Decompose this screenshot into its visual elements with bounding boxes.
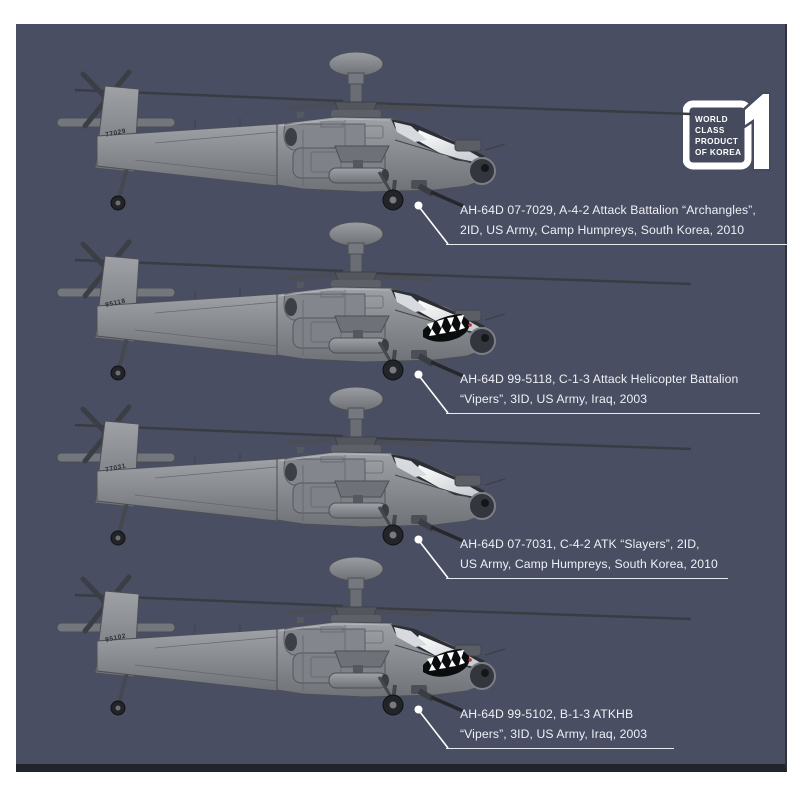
caption-block-3: AH-64D 07-7031, C-4-2 ATK “Slayers”, 2ID…: [446, 534, 728, 579]
caption-line-1: AH-64D 99-5102, B-1-3 ATKHB: [460, 707, 634, 721]
caption-block-2: AH-64D 99-5118, C-1-3 Attack Helicopter …: [446, 369, 760, 414]
tail-number-text: 77031: [105, 463, 127, 474]
caption-line-2: “Vipers”, 3ID, US Army, Iraq, 2003: [460, 392, 648, 406]
caption-line-1: AH-64D 99-5118, C-1-3 Attack Helicopter …: [460, 372, 739, 386]
logo-line: OF KOREA: [695, 148, 741, 157]
logo-line: CLASS: [695, 126, 725, 135]
leader-line-3: [414, 535, 449, 579]
leader-line-4: [414, 705, 449, 749]
caption-line-2: “Vipers”, 3ID, US Army, Iraq, 2003: [460, 727, 648, 741]
marking-guide-panel: WORLD CLASS PRODUCT OF KOREA 77029 95118…: [16, 24, 788, 772]
helicopter-illustration-2: 95118: [35, 210, 695, 400]
numeral-1: [745, 94, 769, 169]
logo-frame: [683, 100, 752, 170]
caption-line-1: AH-64D 07-7031, C-4-2 ATK “Slayers”, 2ID…: [460, 537, 700, 551]
tail-number-text: 95102: [105, 633, 127, 644]
caption-line-1: AH-64D 07-7029, A-4-2 Attack Battalion “…: [460, 203, 756, 217]
caption-block-1: AH-64D 07-7029, A-4-2 Attack Battalion “…: [446, 200, 788, 245]
logo-line: WORLD: [695, 115, 728, 124]
tail-number-text: 77029: [105, 128, 127, 139]
helicopter-illustration-4: 95102: [35, 545, 695, 735]
helicopter-illustration-1: 77029: [35, 40, 695, 230]
caption-line-2: 2ID, US Army, Camp Humpreys, South Korea…: [460, 223, 745, 237]
logo-line: PRODUCT: [695, 137, 738, 146]
leader-line-1: [414, 201, 449, 245]
helicopter-illustration-3: 77031: [35, 375, 695, 565]
caption-block-4: AH-64D 99-5102, B-1-3 ATKHB “Vipers”, 3I…: [446, 704, 674, 749]
world-class-product-logo: WORLD CLASS PRODUCT OF KOREA: [683, 91, 771, 172]
caption-line-2: US Army, Camp Humpreys, South Korea, 201…: [460, 557, 718, 571]
tail-number-text: 95118: [105, 298, 127, 309]
leader-line-2: [414, 370, 449, 414]
